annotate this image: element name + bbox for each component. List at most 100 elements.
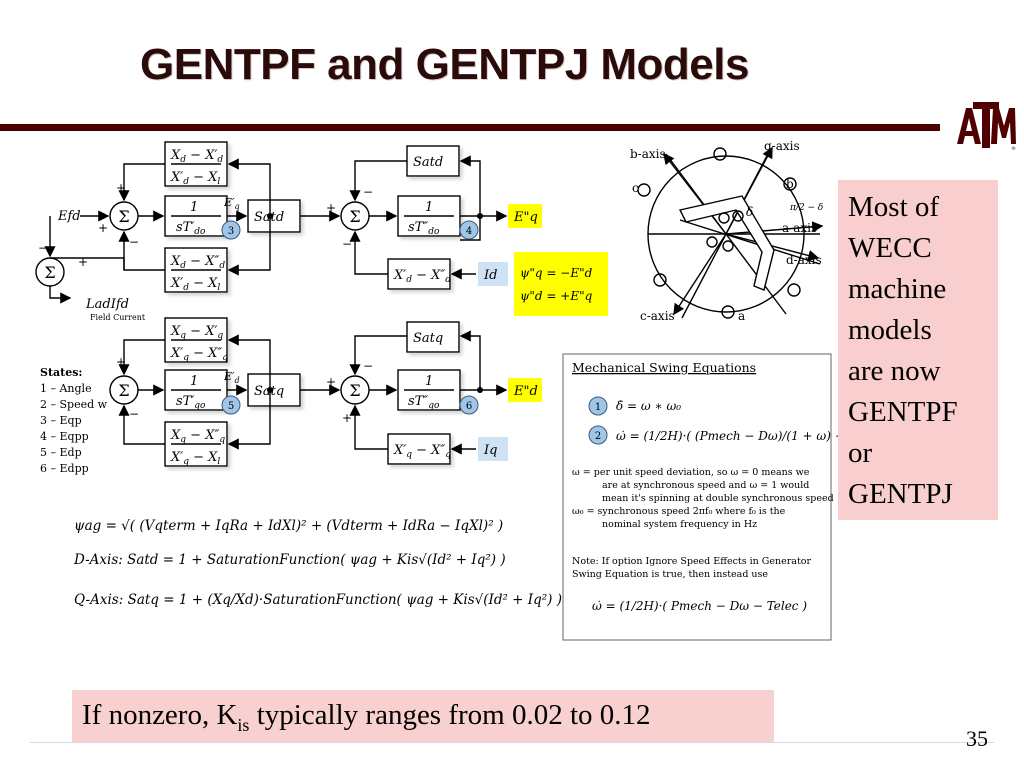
a-label: a xyxy=(738,309,745,323)
svg-text:+: + xyxy=(116,355,126,369)
svg-text:Xd − X″d: Xd − X″d xyxy=(170,254,225,271)
eq1-badge: 1 xyxy=(595,402,601,413)
swing-title: Mechanical Swing Equations xyxy=(572,360,756,375)
pi-half-minus-delta-label: π/2 − δ xyxy=(789,203,823,213)
lad-ifd-label: LadIfd xyxy=(85,297,129,312)
wecc-note-box xyxy=(838,180,998,520)
svg-text:1: 1 xyxy=(190,374,198,389)
svg-text:−: − xyxy=(363,185,373,199)
gentpf-block-diagram: Xd − X′d X′d − Xl 1 sT′do Satd Satd 1 sT… xyxy=(35,140,842,641)
flux-eq-1: ψ"q = −E"d xyxy=(520,266,593,280)
title-rule xyxy=(0,124,940,131)
a-axis-label: a-axis xyxy=(782,221,817,235)
svg-text:−: − xyxy=(129,235,139,249)
states-title: States: xyxy=(40,366,83,379)
page-number: 35 xyxy=(966,726,988,751)
sum-q2: Σ xyxy=(349,381,360,400)
sum-q1: Σ xyxy=(118,381,129,400)
eq2-badge: 2 xyxy=(595,431,601,442)
svg-text:+: + xyxy=(326,375,336,389)
sat-d-label: Satd xyxy=(254,210,284,225)
note-line-8: GENTPJ xyxy=(848,478,953,510)
kis-range-text: If nonzero, Kis typically ranges from 0.… xyxy=(82,699,651,735)
note-line-6: GENTPF xyxy=(848,396,958,428)
swing-eq-1: δ̇ = ω ∗ ω₀ xyxy=(616,399,681,413)
swing-def-2: are at synchronous speed and ω = 1 would xyxy=(602,480,809,491)
svg-text:Xq − X′q: Xq − X′q xyxy=(170,324,223,341)
note-line-4: models xyxy=(848,314,932,346)
state-4: 4 – Eqpp xyxy=(40,430,89,443)
iq-input: Iq xyxy=(483,443,497,458)
swing-eq-2: ω̇ = (1/2H)·( (Pmech − Dω)/(1 + ω) − Tel… xyxy=(616,429,842,443)
efd-label: Efd xyxy=(57,209,81,224)
svg-text:+: + xyxy=(78,255,88,269)
d-axis-label: d-axis xyxy=(786,253,822,267)
c-label: c xyxy=(632,181,639,195)
svg-text:Xq − X″q: Xq − X″q xyxy=(170,428,225,445)
note-line-1: Most of xyxy=(848,191,940,223)
d-axis-sat-equation: D-Axis: Satd = 1 + SaturationFunction( ψ… xyxy=(73,552,506,568)
sat-q-feedback-label: Satq xyxy=(413,331,443,346)
c-axis-label: c-axis xyxy=(640,309,675,323)
svg-text:E′q: E′q xyxy=(223,196,240,211)
sum-d2: Σ xyxy=(349,207,360,226)
state-5: 5 – Edp xyxy=(40,446,82,459)
svg-text:X′d − X″d: X′d − X″d xyxy=(393,268,451,285)
footer-rule xyxy=(30,742,994,743)
svg-text:®: ® xyxy=(1011,145,1016,152)
badge-6: 6 xyxy=(466,401,472,412)
sat-q-label: Satq xyxy=(254,384,284,399)
svg-text:X′d − Xl: X′d − Xl xyxy=(170,276,220,293)
b-label: b xyxy=(786,177,794,191)
swing-def-1: ω = per unit speed deviation, so ω = 0 m… xyxy=(572,467,810,478)
swing-def-5: nominal system frequency in Hz xyxy=(602,519,757,530)
swing-note-2: Swing Equation is true, then instead use xyxy=(572,569,768,580)
svg-text:E′d: E′d xyxy=(223,370,240,385)
badge-4: 4 xyxy=(466,226,472,237)
badge-5: 5 xyxy=(228,401,234,412)
svg-text:−: − xyxy=(38,241,48,255)
svg-text:+: + xyxy=(326,201,336,215)
svg-text:+: + xyxy=(342,411,352,425)
note-line-5: are now xyxy=(848,355,941,387)
svg-text:−: − xyxy=(342,237,352,251)
svg-text:1: 1 xyxy=(425,200,433,215)
swing-def-4: ω₀ = synchronous speed 2πf₀ where f₀ is … xyxy=(572,506,786,517)
svg-text:1: 1 xyxy=(425,374,433,389)
note-line-2: WECC xyxy=(848,232,932,264)
badge-3: 3 xyxy=(228,226,234,237)
sat-d-feedback-label: Satd xyxy=(413,155,443,170)
state-3: 3 – Eqp xyxy=(40,414,82,427)
svg-text:+: + xyxy=(116,181,126,195)
svg-text:X′q − X″q: X′q − X″q xyxy=(393,443,451,460)
delta-label: δ xyxy=(746,205,753,219)
q-axis-label: q-axis xyxy=(764,140,800,153)
id-input: Id xyxy=(483,268,497,283)
field-current-label: Field Current xyxy=(90,313,146,322)
svg-text:X′q − Xl: X′q − Xl xyxy=(170,450,220,467)
page-title: GENTPF and GENTPJ Models xyxy=(140,40,749,89)
svg-text:Xd − X′d: Xd − X′d xyxy=(170,148,223,165)
svg-text:−: − xyxy=(129,407,139,421)
eq-pp-output: E"q xyxy=(513,210,538,225)
atm-logo: ® xyxy=(957,102,1016,152)
svg-text:+: + xyxy=(98,221,108,235)
svg-text:X′q − X″q: X′q − X″q xyxy=(170,346,228,363)
kis-range-box xyxy=(72,690,774,742)
svg-text:X′d − Xl: X′d − Xl xyxy=(170,170,220,187)
flux-eq-2: ψ"d = +E"q xyxy=(520,289,593,303)
psi-ag-equation: ψag = √( (Vqterm + IqRa + IdXl)² + (Vdte… xyxy=(74,518,503,534)
swing-note-1: Note: If option Ignore Speed Effects in … xyxy=(572,556,811,567)
q-axis-sat-equation: Q-Axis: Satq = 1 + (Xq/Xd)·SaturationFun… xyxy=(74,592,562,608)
ed-pp-output: E"d xyxy=(513,384,538,399)
svg-text:1: 1 xyxy=(190,200,198,215)
note-line-7: or xyxy=(848,437,873,469)
note-line-3: machine xyxy=(848,273,947,305)
state-2: 2 – Speed w xyxy=(40,398,108,411)
svg-text:−: − xyxy=(363,359,373,373)
sum-field: Σ xyxy=(44,263,55,282)
swing-eq-3: ω̇ = (1/2H)·( Pmech − Dω − Telec ) xyxy=(592,599,807,613)
swing-def-3: mean it's spinning at double synchronous… xyxy=(602,493,834,504)
sum-d1: Σ xyxy=(118,207,129,226)
state-1: 1 – Angle xyxy=(40,382,92,395)
